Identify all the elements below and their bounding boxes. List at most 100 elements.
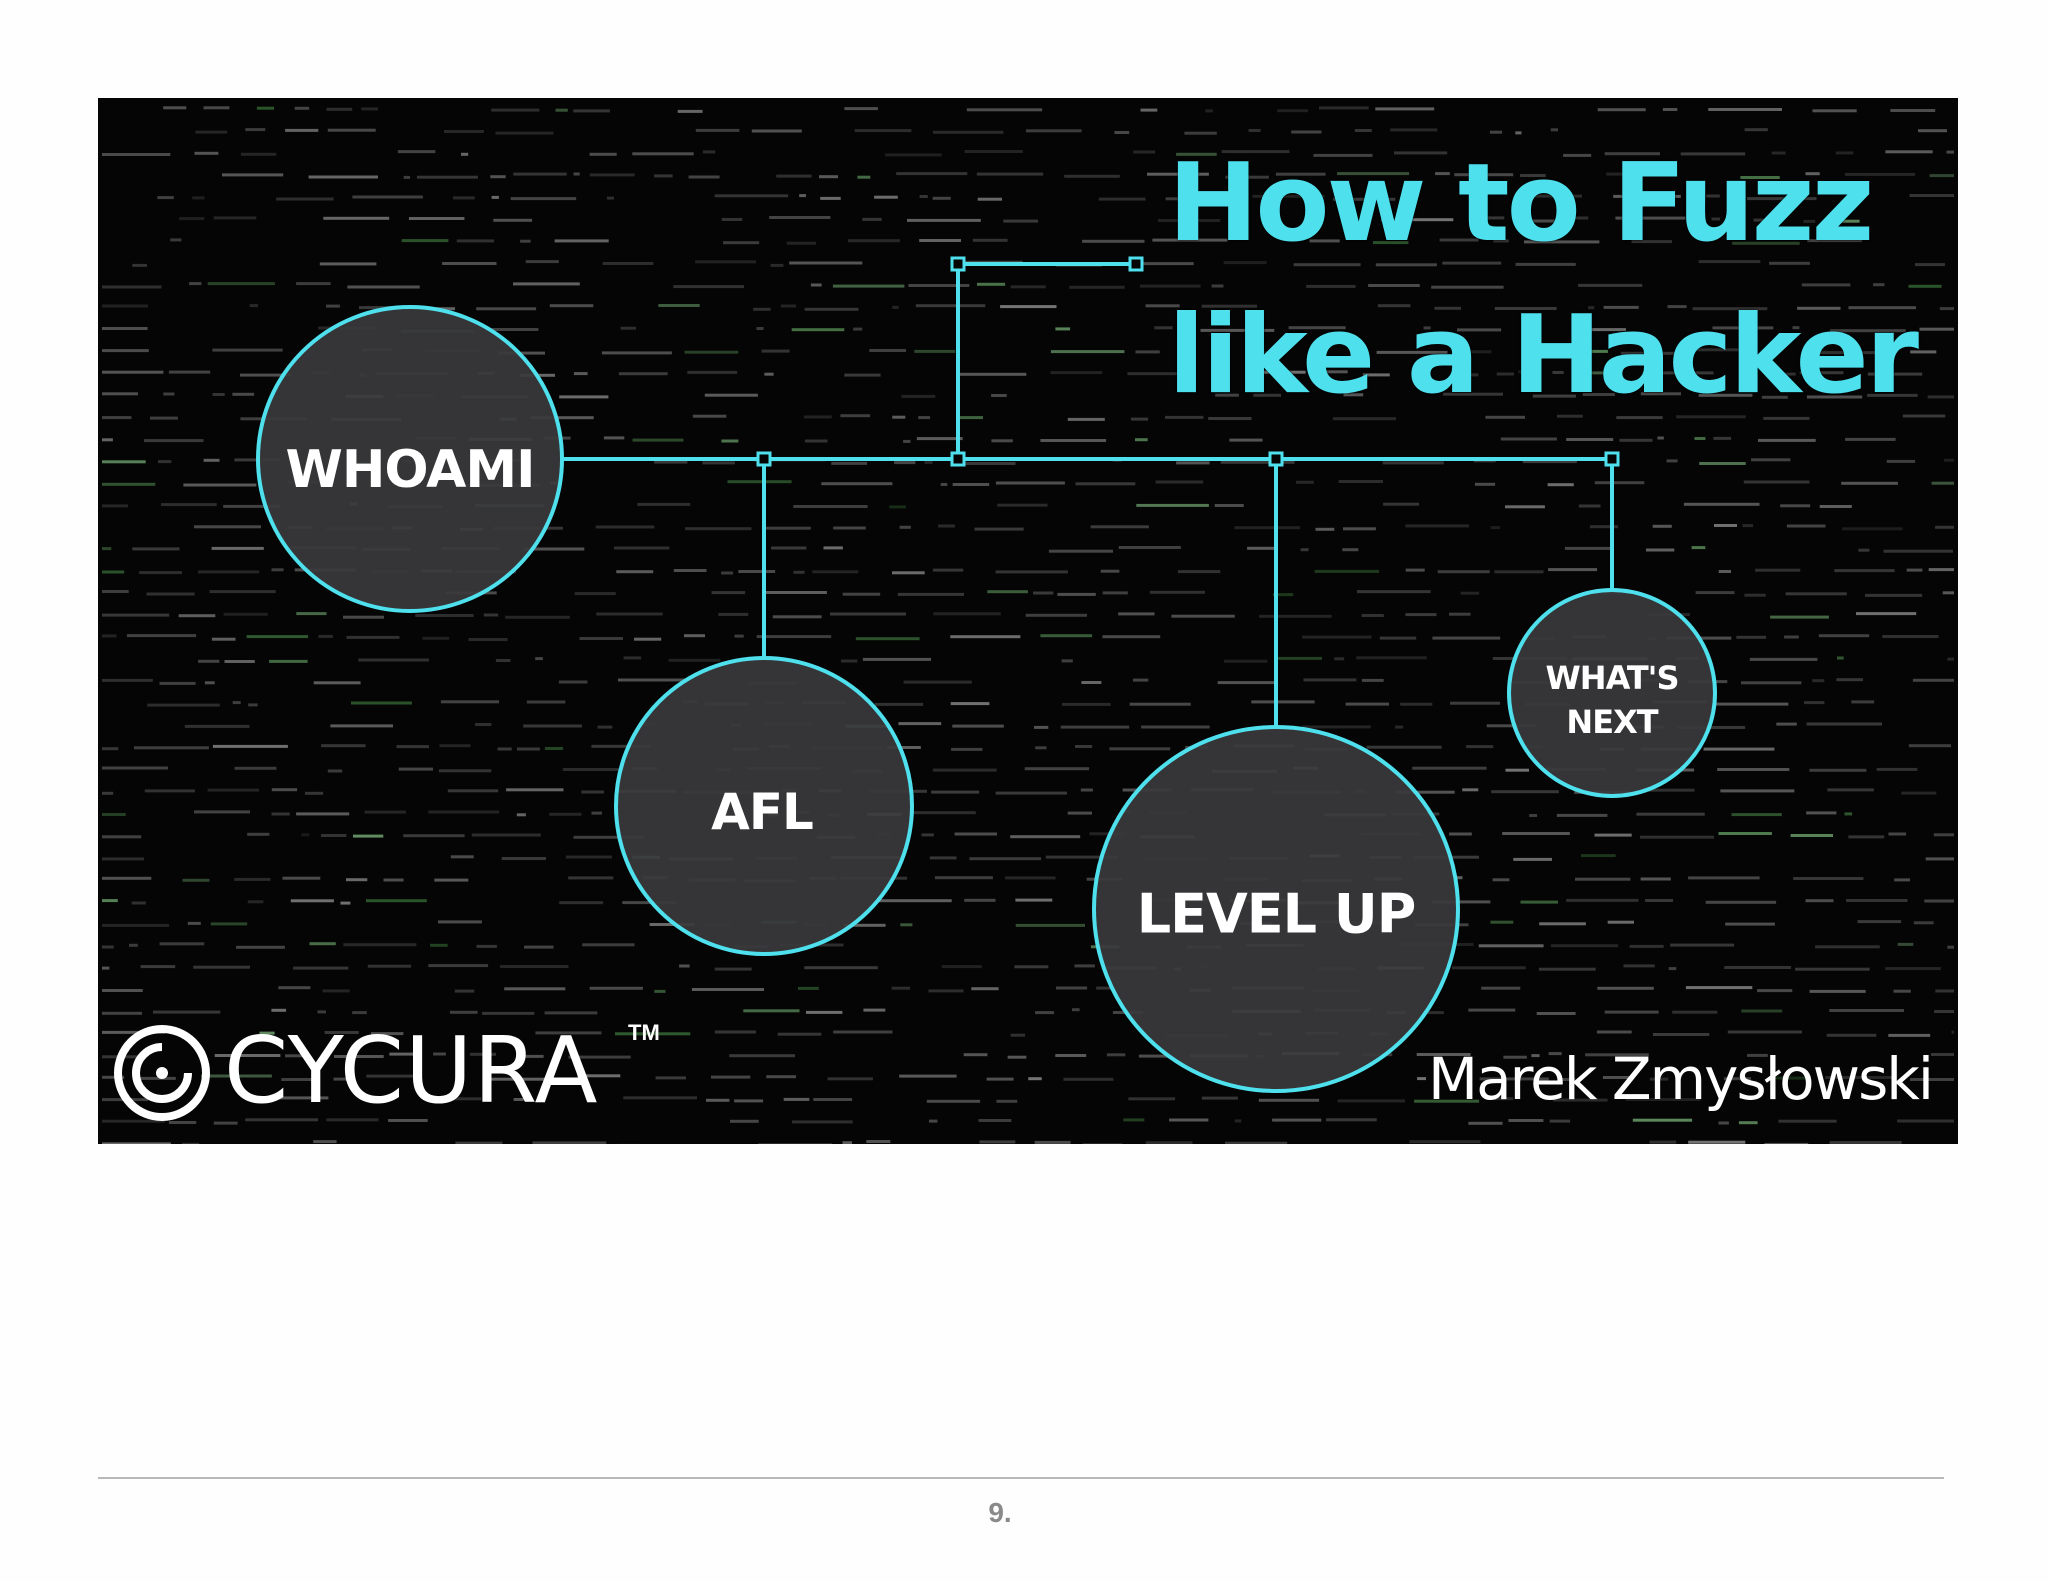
code-line-mark xyxy=(366,1074,416,1078)
code-line-mark xyxy=(729,1054,795,1058)
code-line-mark xyxy=(976,172,1044,176)
code-line-mark xyxy=(903,439,911,443)
code-line-mark xyxy=(1467,350,1492,354)
code-line-mark xyxy=(476,944,497,948)
code-line-mark xyxy=(144,789,195,793)
code-line-mark xyxy=(193,965,250,969)
code-line-mark xyxy=(668,658,721,662)
code-line-mark xyxy=(842,1141,852,1144)
code-line-mark xyxy=(1909,194,1954,197)
code-line-mark xyxy=(1520,900,1558,904)
code-line-mark xyxy=(1809,989,1866,993)
code-line-mark xyxy=(271,788,298,792)
code-line-mark xyxy=(223,612,268,616)
code-line-mark xyxy=(799,194,806,198)
code-line-mark xyxy=(921,833,934,837)
code-line-mark xyxy=(213,216,257,220)
code-line-mark xyxy=(932,768,997,772)
code-line-mark xyxy=(1556,414,1583,418)
code-line-mark xyxy=(102,1030,166,1034)
code-line-mark xyxy=(447,789,499,793)
code-line-mark xyxy=(1741,681,1802,685)
code-line-mark xyxy=(1536,1012,1576,1015)
code-line-mark xyxy=(1688,1140,1746,1144)
code-line-mark xyxy=(1217,681,1278,685)
code-line-mark xyxy=(821,482,893,486)
code-line-mark xyxy=(102,989,143,992)
code-line-mark xyxy=(614,546,670,550)
code-line-mark xyxy=(352,1011,367,1015)
code-line-mark xyxy=(1649,1140,1677,1144)
code-line-mark xyxy=(1910,1078,1954,1081)
code-line-mark xyxy=(1698,260,1761,264)
code-line-mark xyxy=(1640,877,1671,881)
code-line-mark xyxy=(1048,549,1113,553)
code-line-mark xyxy=(1744,593,1766,597)
code-line-mark xyxy=(891,986,911,990)
code-line-mark xyxy=(1713,702,1789,706)
code-line-mark xyxy=(305,791,324,795)
code-line-mark xyxy=(1897,1119,1954,1123)
code-line-mark xyxy=(1010,285,1046,289)
joint-node xyxy=(1128,256,1144,272)
code-line-mark xyxy=(549,812,582,816)
code-line-mark xyxy=(1326,1118,1377,1122)
code-line-mark xyxy=(1815,945,1880,949)
code-line-mark xyxy=(1332,197,1396,201)
code-line-mark xyxy=(1373,241,1409,245)
code-line-mark xyxy=(324,1031,359,1034)
code-line-mark xyxy=(1505,505,1545,509)
code-line-mark xyxy=(126,634,197,638)
code-line-mark xyxy=(791,328,845,332)
code-line-mark xyxy=(438,769,492,773)
code-line-mark xyxy=(874,702,924,706)
code-line-mark xyxy=(1615,216,1686,220)
code-line-mark xyxy=(1005,876,1056,880)
code-line-mark xyxy=(1462,788,1479,792)
code-line-mark xyxy=(721,218,743,221)
code-line-mark xyxy=(1345,702,1389,706)
code-line-mark xyxy=(1395,725,1404,729)
code-line-mark xyxy=(692,414,727,418)
code-line-mark xyxy=(132,263,147,267)
code-line-mark xyxy=(1732,241,1800,245)
code-line-mark xyxy=(997,503,1048,507)
code-line-mark xyxy=(820,196,841,200)
code-line-mark xyxy=(1825,1076,1897,1079)
code-line-mark xyxy=(1375,263,1437,267)
code-line-mark xyxy=(1607,920,1634,924)
footer-divider xyxy=(98,1477,1944,1479)
code-line-mark xyxy=(1135,438,1148,442)
code-line-mark xyxy=(1466,745,1494,749)
code-line-mark xyxy=(1200,328,1275,332)
code-line-mark xyxy=(1315,527,1335,531)
code-line-mark xyxy=(1856,612,1917,616)
code-line-mark xyxy=(565,855,612,859)
code-line-mark xyxy=(679,964,690,968)
code-line-mark xyxy=(1123,1118,1145,1122)
code-line-mark xyxy=(204,681,215,685)
code-line-mark xyxy=(1109,747,1171,751)
code-line-mark xyxy=(294,106,310,110)
code-line-mark xyxy=(102,1075,125,1079)
code-line-mark xyxy=(1918,129,1947,133)
node-circle-level-up xyxy=(1092,725,1460,1093)
code-line-mark xyxy=(934,876,993,880)
code-line-mark xyxy=(388,1119,428,1122)
joint-node xyxy=(756,451,772,467)
code-line-mark xyxy=(102,835,142,839)
code-line-mark xyxy=(589,152,617,156)
code-line-mark xyxy=(321,744,366,748)
code-line-mark xyxy=(168,370,211,374)
code-line-mark xyxy=(1366,745,1442,749)
code-line-mark xyxy=(476,307,537,311)
code-line-mark xyxy=(1933,833,1954,837)
code-line-mark xyxy=(1165,415,1204,419)
code-line-mark xyxy=(526,700,566,704)
code-line-mark xyxy=(1003,219,1039,223)
code-line-mark xyxy=(933,612,1001,616)
code-line-mark xyxy=(330,724,393,728)
code-line-mark xyxy=(685,527,752,531)
code-line-mark xyxy=(1337,172,1410,176)
code-line-mark xyxy=(245,128,266,132)
